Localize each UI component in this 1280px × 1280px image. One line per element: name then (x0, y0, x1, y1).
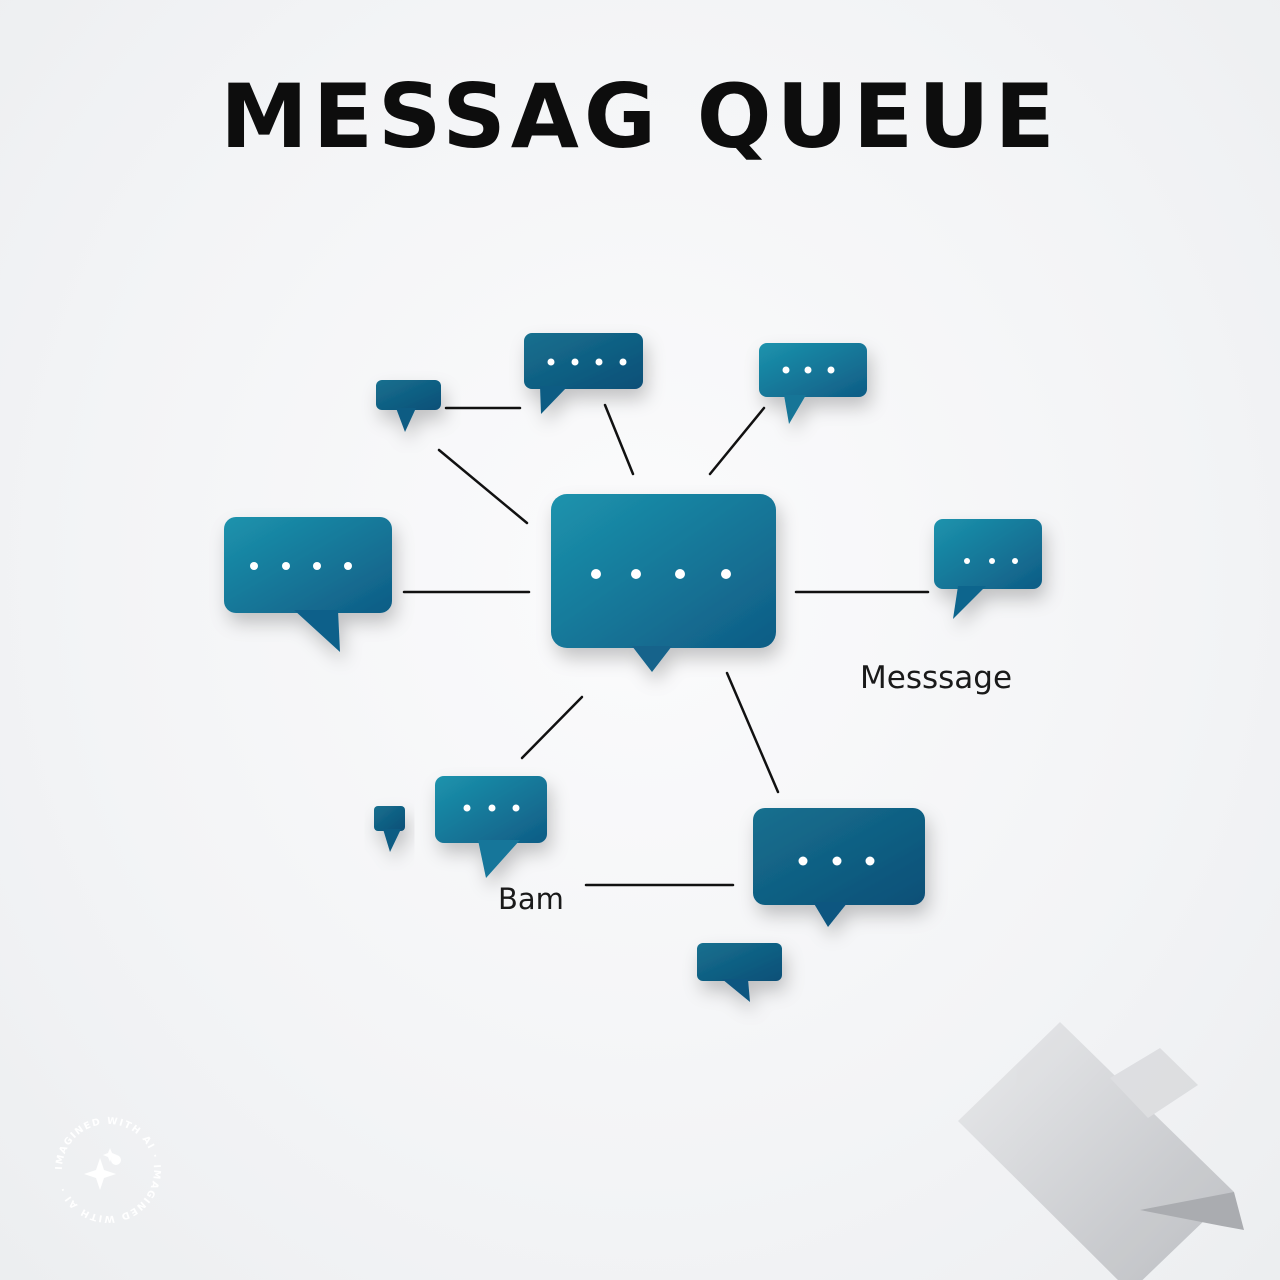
top-right-bubble-dots (782, 366, 835, 374)
connector-lines (402, 403, 930, 887)
central-message-bubble (551, 494, 776, 672)
right-bubble-dots (964, 558, 1018, 564)
connector-line (603, 403, 635, 476)
imagined-with-ai-badge: IMAGINED WITH AI · IMAGINED WITH AI · (54, 1116, 162, 1224)
connector-line (437, 448, 529, 525)
top-right-bubble (759, 343, 867, 424)
watermark-text: IMAGINED WITH AI · IMAGINED WITH AI · (54, 1116, 162, 1224)
bottom-left-bubble (435, 776, 547, 878)
bottom-right-bubble-dots (798, 856, 875, 866)
top-left-small-bubble (376, 380, 441, 432)
left-bubble (224, 517, 392, 652)
central-bubble-dots (591, 569, 731, 579)
connector-line (708, 406, 766, 476)
top-middle-bubble-dots (547, 358, 627, 366)
bottom-small-bubble (697, 943, 782, 1002)
right-bubble (934, 519, 1042, 619)
connector-line (520, 695, 584, 760)
sparkle-icon (84, 1148, 121, 1190)
decorative-paper-shape (958, 1022, 1244, 1280)
bottom-left-tiny-bubble (374, 806, 405, 852)
connector-line (725, 671, 780, 794)
bottom-left-bubble-dots (463, 804, 520, 812)
bam-label: Bam (498, 882, 564, 916)
left-bubble-dots (250, 562, 352, 570)
message-label: Messsage (860, 660, 1013, 696)
bottom-right-bubble (753, 808, 925, 927)
top-middle-bubble (524, 333, 643, 414)
diagram-title: MESSAG QUEUE (220, 65, 1060, 168)
